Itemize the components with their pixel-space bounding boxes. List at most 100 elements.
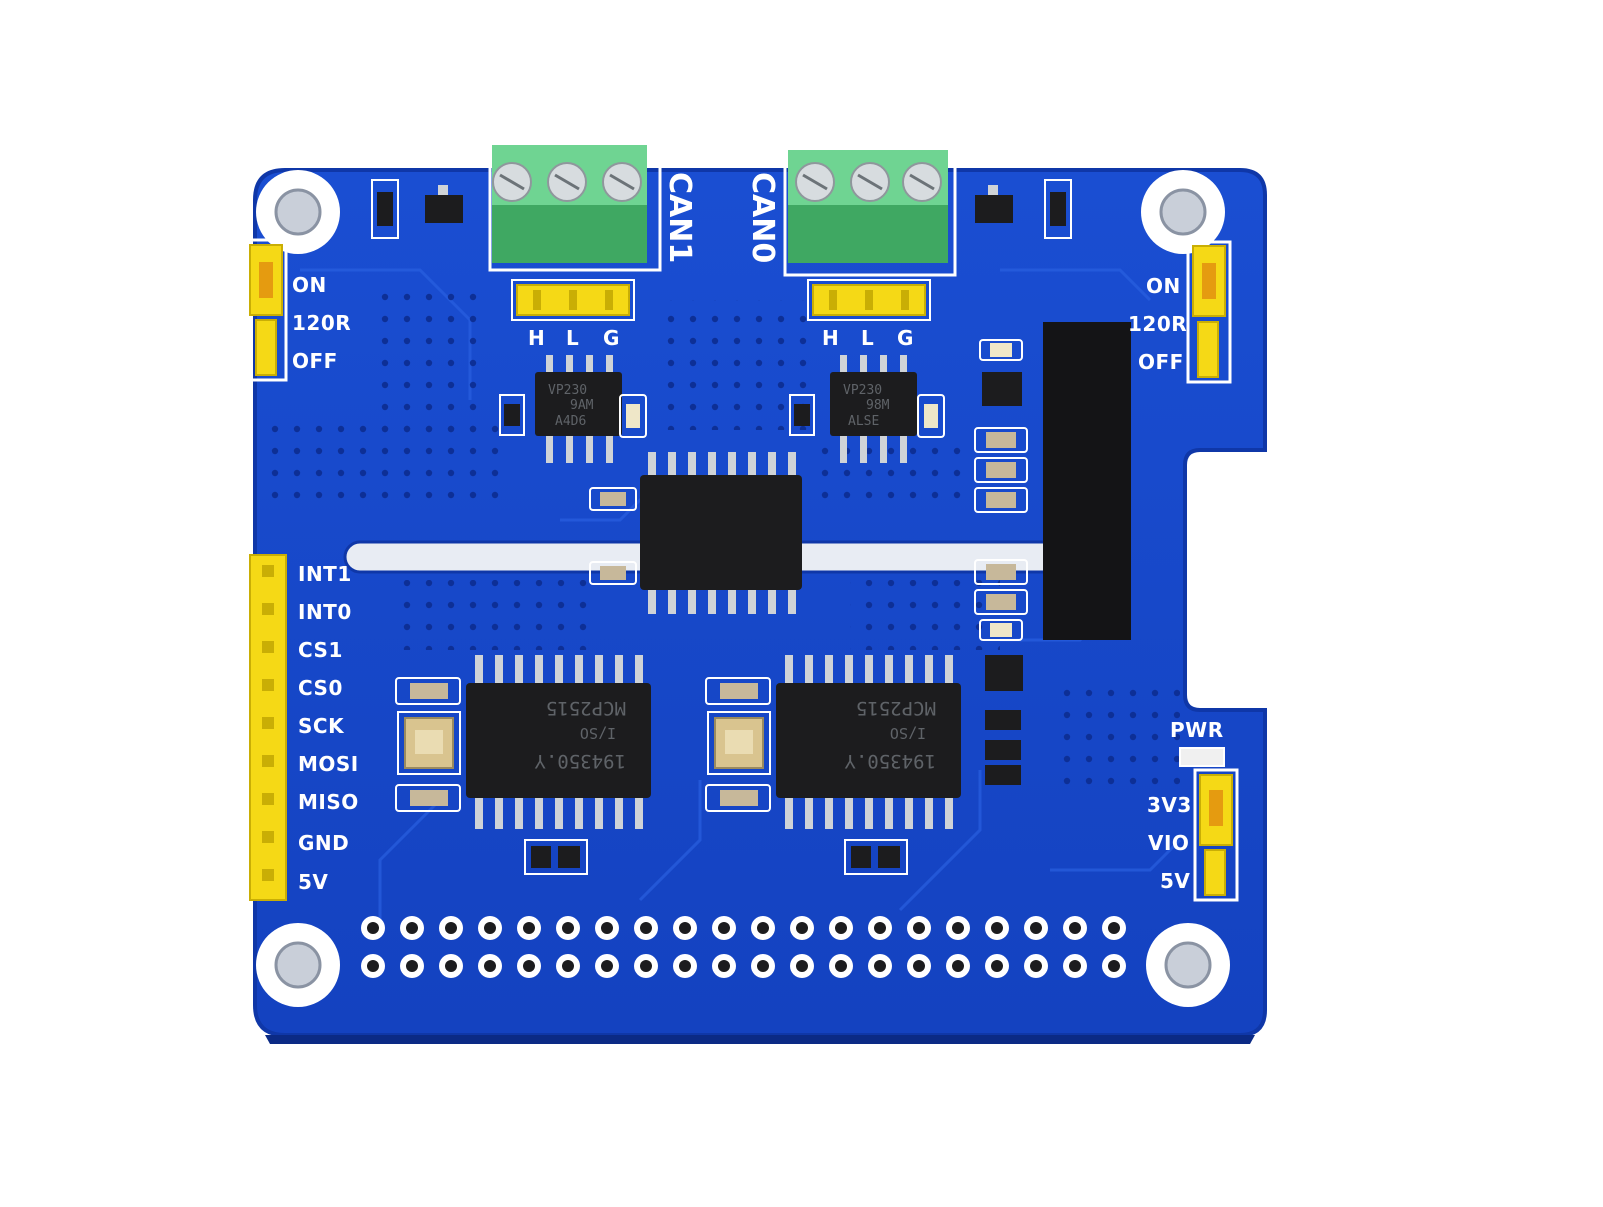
controller-left-sub: I/SO (580, 724, 616, 742)
terminal-can0 (783, 148, 957, 277)
controller-left-code: 194350.Y (534, 750, 626, 772)
transceiver-left-chip (535, 355, 622, 463)
transceiver-right-marking-2: 98M (866, 398, 890, 413)
pin-label-sck: SCK (298, 714, 345, 738)
gpio-pin-hole-center (367, 922, 379, 934)
gpio-pin-hole-center (718, 960, 730, 972)
gpio-pin-hole-center (952, 922, 964, 934)
controller-left-part: MCP2515 (546, 697, 626, 719)
pin-label-mosi: MOSI (298, 752, 359, 776)
jumper-right-off: OFF (1138, 350, 1184, 374)
gpio-pin-hole-center (835, 960, 847, 972)
power-3v3-label: 3V3 (1147, 793, 1192, 817)
gpio-pin-hole-center (1069, 922, 1081, 934)
gpio-pin-hole-center (640, 960, 652, 972)
hlg-header-can0 (807, 279, 931, 321)
controller-right-part: MCP2515 (856, 697, 936, 719)
transceiver-left-marking-3: A4D6 (555, 414, 586, 429)
pin-label-cs0: CS0 (298, 676, 343, 700)
controller-right-chip (776, 655, 961, 829)
gpio-pin-hole-center (601, 922, 613, 934)
pin-label-cs1: CS1 (298, 638, 343, 662)
jumper-right-on: ON (1146, 274, 1181, 298)
smd-capacitors (395, 339, 1028, 812)
pwr-label: PWR (1170, 718, 1224, 742)
gpio-pin-hole-center (523, 922, 535, 934)
hlg-header-can1 (511, 279, 635, 321)
gpio-pin-hole-center (952, 960, 964, 972)
gpio-pin-hole-center (601, 960, 613, 972)
can0-label: CAN0 (745, 172, 780, 263)
transceiver-left-marking-2: 9AM (570, 398, 594, 413)
gpio-pin-hole-center (1108, 922, 1120, 934)
gpio-pin-hole-center (913, 960, 925, 972)
power-inductor (1043, 322, 1131, 640)
gpio-pin-hole-center (562, 960, 574, 972)
level-shifter-chip (640, 452, 802, 614)
gpio-pin-hole-center (406, 922, 418, 934)
gpio-pin-hole-center (367, 960, 379, 972)
gpio-pin-hole-center (991, 960, 1003, 972)
crystal-right (707, 711, 771, 775)
pin-label-gnd: GND (298, 831, 350, 855)
jumper-left-120r: 120R (292, 311, 352, 335)
gpio-pin-hole-center (835, 922, 847, 934)
terminal-can1 (488, 145, 662, 272)
jumper-left (244, 238, 288, 382)
power-vio-label: VIO (1148, 831, 1190, 855)
gpio-pin-hole-center (523, 960, 535, 972)
transceiver-right-chip (830, 355, 917, 463)
can1-label: CAN1 (662, 172, 697, 263)
spi-pin-header (249, 554, 287, 901)
pin-g-can0: G (897, 326, 914, 350)
gpio-pin-hole-center (991, 922, 1003, 934)
pin-h-can1: H (528, 326, 546, 350)
gpio-pin-hole-center (874, 922, 886, 934)
gpio-pin-hole-center (640, 922, 652, 934)
controller-right-sub: I/SO (890, 724, 926, 742)
gpio-pin-hole-center (679, 922, 691, 934)
pin-label-int0: INT0 (298, 600, 352, 624)
gpio-pin-hole-center (1069, 960, 1081, 972)
transceiver-left-marking-1: VP230 (548, 383, 587, 398)
gpio-pin-hole-center (796, 960, 808, 972)
gpio-pin-hole-center (1030, 960, 1042, 972)
power-5v-label: 5V (1160, 869, 1191, 893)
pin-h-can0: H (822, 326, 840, 350)
gpio-pin-hole-center (562, 922, 574, 934)
mounting-holes (256, 170, 1230, 1007)
small-components (371, 179, 1072, 875)
transceiver-right-marking-1: VP230 (843, 383, 882, 398)
gpio-pin-hole-center (484, 960, 496, 972)
gpio-pin-hole-center (406, 960, 418, 972)
gpio-pin-hole-center (874, 960, 886, 972)
gpio-pin-hole-center (718, 922, 730, 934)
controller-left-chip (466, 655, 651, 829)
pin-g-can1: G (603, 326, 620, 350)
pin-label-miso: MISO (298, 790, 359, 814)
crystal-left (397, 711, 461, 775)
gpio-pin-hole-center (679, 960, 691, 972)
pin-l-can0: L (861, 326, 875, 350)
jumper-right (1186, 240, 1232, 384)
transceiver-right-marking-3: ALSE (848, 414, 879, 429)
gpio-pin-hole-center (1108, 960, 1120, 972)
gpio-pin-hole-center (757, 922, 769, 934)
pwr-led (1179, 747, 1225, 767)
pin-label-5v: 5V (298, 870, 329, 894)
gpio-pin-hole-center (1030, 922, 1042, 934)
gpio-holes (361, 916, 1126, 978)
gpio-pin-hole-center (796, 922, 808, 934)
gpio-pin-hole-center (484, 922, 496, 934)
jumper-left-off: OFF (292, 349, 338, 373)
gpio-pin-hole-center (445, 960, 457, 972)
controller-right-code: 194350.Y (844, 750, 936, 772)
gpio-pin-hole-center (913, 922, 925, 934)
pin-label-int1: INT1 (298, 562, 352, 586)
jumper-power (1193, 768, 1239, 902)
gpio-pin-hole-center (445, 922, 457, 934)
jumper-right-120r: 120R (1128, 312, 1188, 336)
pin-l-can1: L (566, 326, 580, 350)
